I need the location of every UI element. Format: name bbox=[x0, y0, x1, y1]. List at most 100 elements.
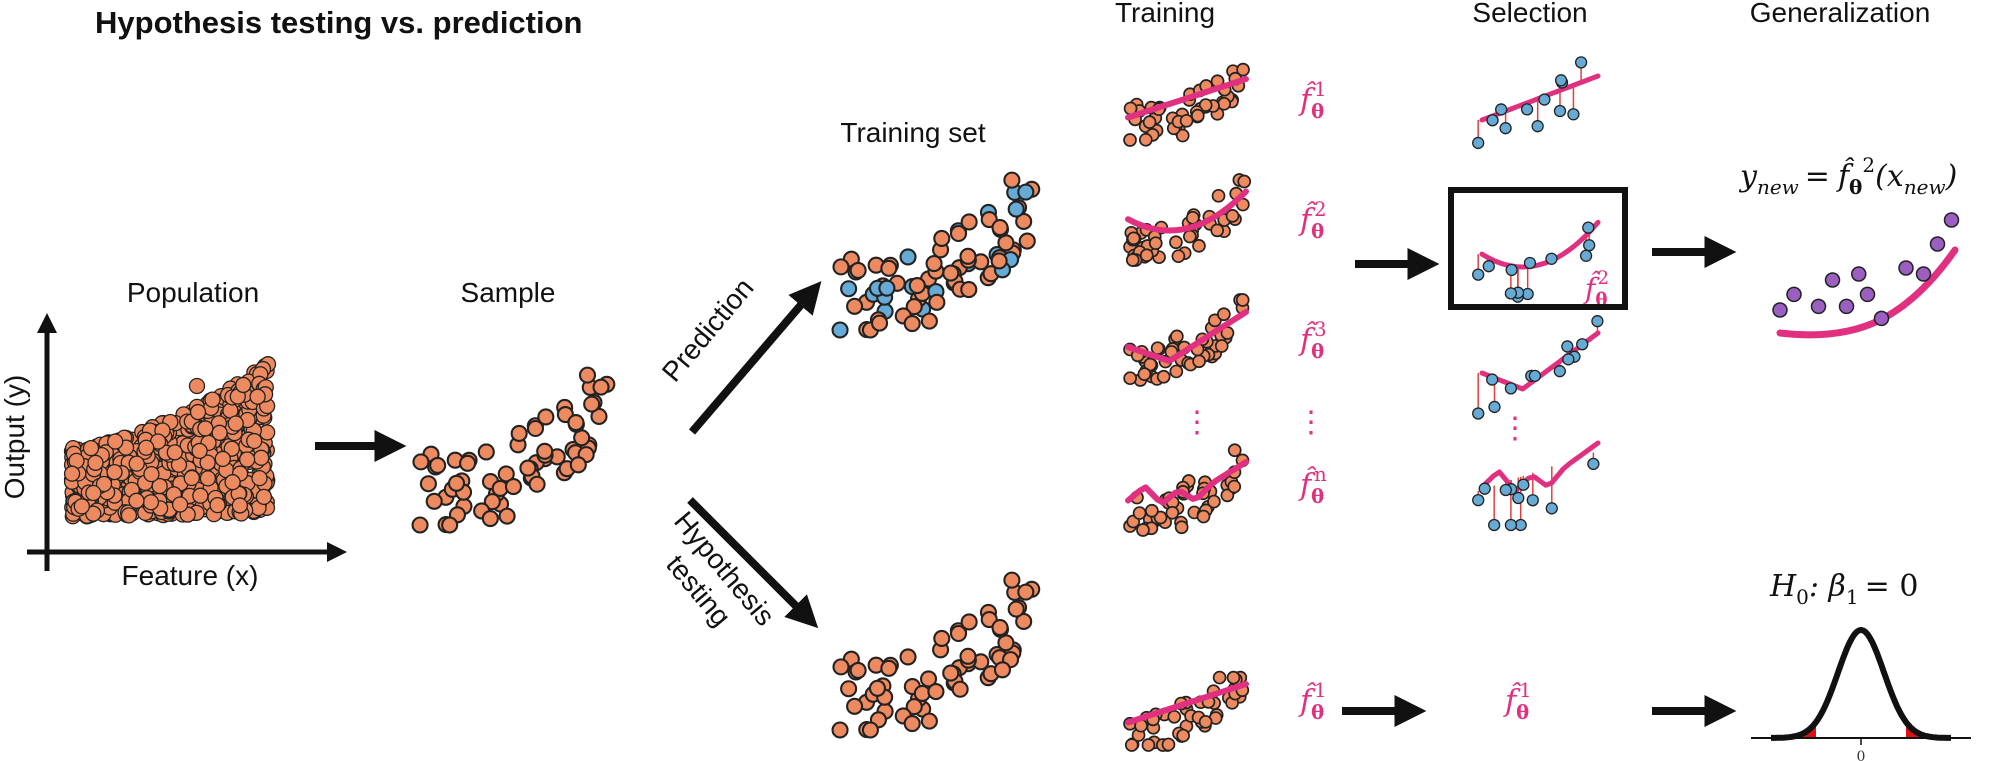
sample-point bbox=[429, 456, 447, 474]
population-point bbox=[166, 444, 183, 461]
hypothesis-model-label: f̂θ1 bbox=[1503, 679, 1532, 724]
training-set-point bbox=[903, 314, 921, 333]
hypothesis-sample-point bbox=[933, 629, 951, 648]
distribution-zero-tick: 0 bbox=[1857, 749, 1866, 761]
null-distribution-plot bbox=[1751, 626, 1971, 745]
model-label: f̂θ3 bbox=[1298, 318, 1327, 363]
population-point bbox=[227, 415, 244, 432]
population-point bbox=[235, 376, 252, 394]
training-fit-line bbox=[1125, 459, 1249, 506]
training-point bbox=[1225, 209, 1240, 223]
training-set-label: Training set bbox=[840, 117, 985, 148]
training-point bbox=[1123, 133, 1137, 147]
hypothesis-sample-point bbox=[1017, 583, 1035, 601]
training-set-point bbox=[960, 280, 978, 299]
sample-point bbox=[459, 454, 477, 472]
training-set-point bbox=[831, 321, 849, 339]
hypothesis-sample-point bbox=[880, 659, 898, 677]
generalization-point bbox=[1873, 310, 1890, 327]
population-point bbox=[223, 440, 240, 457]
selection-point bbox=[1517, 478, 1530, 491]
training-point bbox=[1212, 670, 1227, 685]
selection-point bbox=[1561, 340, 1574, 353]
training-fit-line bbox=[1125, 309, 1249, 364]
population-point bbox=[209, 497, 226, 514]
hypothesis-sample-point bbox=[861, 721, 879, 739]
x-axis-label: Feature (x) bbox=[122, 560, 259, 591]
training-point bbox=[1167, 709, 1182, 724]
population-point bbox=[73, 498, 90, 515]
sample-point bbox=[425, 492, 443, 510]
population-point bbox=[120, 507, 138, 524]
training-set-point bbox=[949, 224, 968, 243]
training-point bbox=[1123, 371, 1137, 386]
population-point bbox=[259, 424, 276, 441]
training-set-point bbox=[899, 248, 917, 266]
population-point bbox=[106, 463, 123, 481]
training-point bbox=[1170, 329, 1184, 344]
training-point bbox=[1235, 293, 1250, 307]
population-point bbox=[253, 449, 270, 466]
selection-point bbox=[1554, 74, 1568, 87]
training-set-point bbox=[928, 293, 946, 311]
population-point bbox=[192, 487, 209, 504]
training-point bbox=[1227, 443, 1242, 458]
null-hypothesis: H0: β1= 0 bbox=[1769, 569, 1918, 609]
training-set-point bbox=[832, 258, 850, 276]
hypothesis-sample-point bbox=[846, 697, 864, 715]
training-set-point bbox=[840, 280, 858, 298]
hypothesis-sample-point bbox=[991, 619, 1009, 637]
training-point bbox=[1161, 737, 1176, 752]
figure-title: Hypothesis testing vs. prediction bbox=[95, 5, 582, 40]
population-point bbox=[183, 469, 200, 487]
training-point bbox=[1150, 341, 1165, 356]
selection-point bbox=[1582, 221, 1595, 234]
training-point bbox=[1132, 506, 1147, 520]
hypothesis-sample-point bbox=[960, 613, 978, 631]
distribution-curve bbox=[1771, 626, 1951, 741]
selection-point bbox=[1472, 494, 1485, 507]
population-point bbox=[151, 477, 168, 495]
training-point bbox=[1207, 494, 1221, 509]
selection-point bbox=[1591, 315, 1604, 328]
training-point bbox=[1183, 229, 1197, 244]
selection-point bbox=[1488, 518, 1501, 532]
population-point bbox=[231, 497, 249, 514]
training-point bbox=[1171, 249, 1186, 264]
hypothesis-sample-point bbox=[831, 721, 849, 739]
training-set-point bbox=[925, 255, 943, 273]
hypothesis-sample-point bbox=[1007, 600, 1025, 618]
sample-label: Sample bbox=[461, 277, 556, 308]
generalization-point bbox=[1772, 302, 1788, 318]
training-point bbox=[1126, 231, 1141, 246]
generalization-point bbox=[1859, 286, 1876, 303]
training-point bbox=[1214, 339, 1229, 353]
population-point bbox=[224, 474, 241, 491]
population-point bbox=[246, 432, 263, 450]
training-point bbox=[1217, 307, 1231, 322]
population-point bbox=[95, 475, 113, 493]
sample-point bbox=[419, 475, 437, 493]
selection-column-header: Selection bbox=[1472, 0, 1587, 28]
training-set-point bbox=[846, 297, 864, 315]
population-point bbox=[214, 450, 231, 468]
population-point bbox=[171, 496, 189, 513]
hypothesis-sample-point bbox=[868, 679, 887, 697]
training-point bbox=[1169, 235, 1183, 250]
training-point bbox=[1176, 728, 1190, 743]
selection-point bbox=[1567, 108, 1580, 121]
training-set-point bbox=[1017, 183, 1035, 201]
selection-point bbox=[1553, 104, 1567, 118]
training-point bbox=[1236, 62, 1250, 77]
training-set-scatter bbox=[831, 171, 1041, 339]
selected-model-box bbox=[1448, 187, 1628, 310]
sample-point bbox=[497, 465, 515, 483]
population-point bbox=[211, 424, 228, 441]
sample-point bbox=[567, 414, 585, 432]
sample-point bbox=[504, 478, 523, 496]
training-set-point bbox=[849, 261, 867, 279]
training-point bbox=[1174, 520, 1189, 535]
model-label: f̂θ1 bbox=[1298, 78, 1327, 123]
training-set-point bbox=[908, 276, 926, 295]
selection-point bbox=[1478, 482, 1491, 495]
